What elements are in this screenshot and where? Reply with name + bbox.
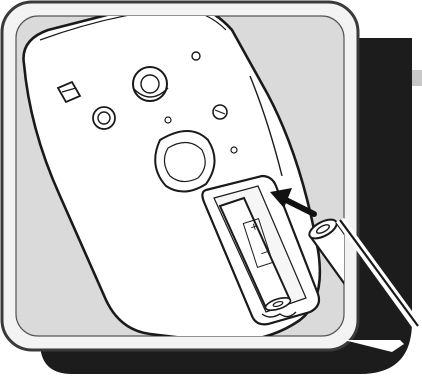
tripod-socket-inner (98, 112, 110, 124)
screw-1 (192, 52, 200, 60)
screw-4 (165, 117, 171, 123)
screw-3 (231, 147, 237, 153)
mode-dial-inner (141, 75, 159, 93)
